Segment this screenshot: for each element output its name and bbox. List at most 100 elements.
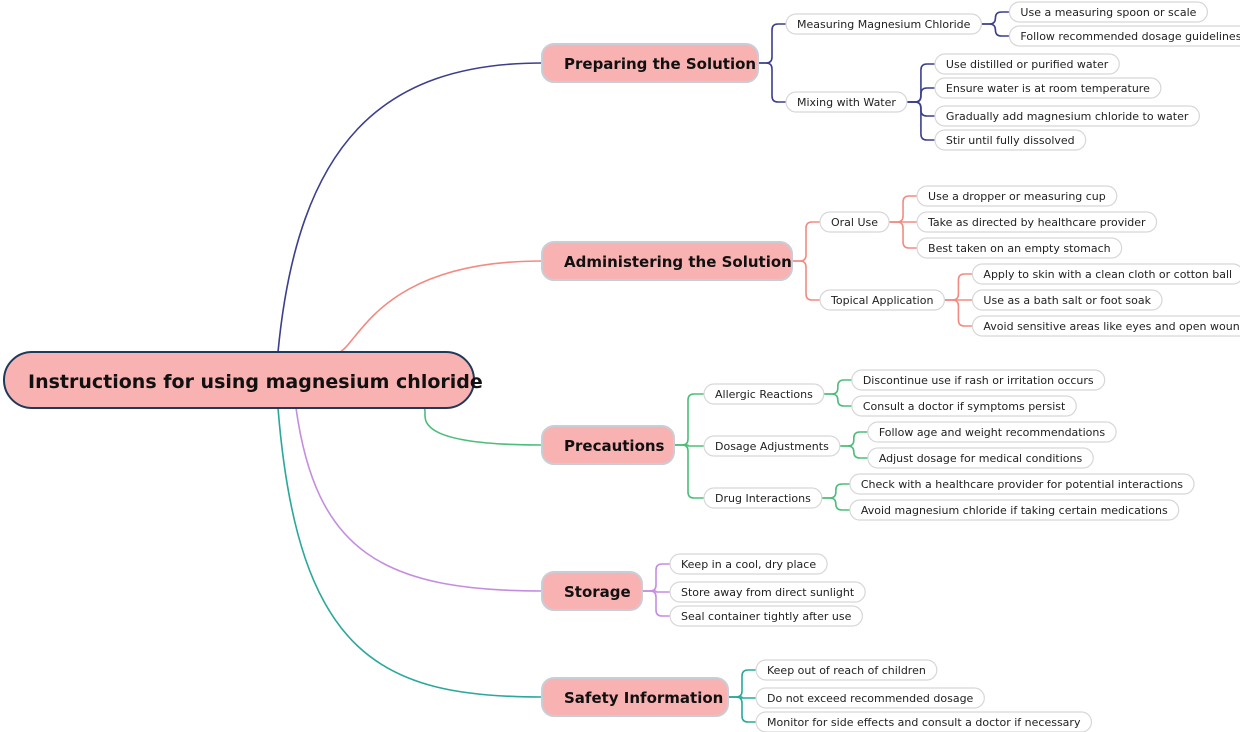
subtopic[interactable]: Drug Interactions (703, 487, 823, 509)
leaf-item[interactable]: Adjust dosage for medical conditions (867, 447, 1094, 469)
leaf-item[interactable]: Seal container tightly after use (669, 605, 863, 627)
root-label: Instructions for using magnesium chlorid… (28, 371, 483, 393)
leaf-label: Consult a doctor if symptoms persist (863, 400, 1066, 413)
leaf-item[interactable]: Do not exceed recommended dosage (755, 687, 985, 709)
main-topic[interactable]: Storage (541, 571, 643, 611)
leaf-box (849, 473, 1195, 495)
edge-sub-leaf (821, 483, 850, 499)
edge-sub-leaf (981, 23, 1010, 37)
edge-branch-sub (674, 393, 704, 446)
edge-branch-sub (758, 62, 786, 103)
main-topic[interactable]: Preparing the Solution (541, 43, 759, 83)
main-topic-box (541, 43, 759, 83)
leaf-box (851, 369, 1106, 391)
edge-branch-leaf (728, 669, 756, 698)
subtopic[interactable]: Measuring Magnesium Chloride (785, 13, 983, 35)
leaf-box (971, 315, 1240, 337)
leaf-item[interactable]: Check with a healthcare provider for pot… (849, 473, 1195, 495)
leaf-item[interactable]: Store away from direct sunlight (669, 581, 866, 603)
main-topic[interactable]: Administering the Solution (541, 241, 793, 281)
leaf-label: Oral Use (831, 216, 878, 229)
leaf-label: Measuring Magnesium Chloride (797, 18, 971, 31)
leaf-item[interactable]: Discontinue use if rash or irritation oc… (851, 369, 1106, 391)
leaf-label: Avoid magnesium chloride if taking certa… (861, 504, 1168, 517)
edge-branch-sub (674, 444, 704, 447)
subtopic[interactable]: Mixing with Water (785, 91, 908, 113)
subtopic[interactable]: Allergic Reactions (703, 383, 825, 405)
leaf-box (819, 289, 946, 311)
root-topic[interactable]: Instructions for using magnesium chlorid… (3, 351, 483, 409)
subtopic[interactable]: Dosage Adjustments (703, 435, 841, 457)
leaf-box (755, 659, 938, 681)
leaf-label: Check with a healthcare provider for pot… (861, 478, 1183, 491)
leaf-label: Monitor for side effects and consult a d… (767, 716, 1081, 729)
leaf-label: Use as a bath salt or foot soak (983, 294, 1151, 307)
leaf-item[interactable]: Stir until fully dissolved (934, 129, 1087, 151)
leaf-item[interactable]: Use a dropper or measuring cup (916, 185, 1118, 207)
edge-branch-sub (674, 444, 704, 499)
edge-branch-sub (792, 221, 820, 262)
edge-sub-leaf (889, 221, 918, 249)
leaf-item[interactable]: Avoid sensitive areas like eyes and open… (971, 315, 1240, 337)
leaf-box (851, 395, 1077, 417)
leaf-box (916, 185, 1118, 207)
leaf-item[interactable]: Use distilled or purified water (934, 53, 1120, 75)
leaf-label: Use a measuring spoon or scale (1020, 6, 1196, 19)
leaf-label: Mixing with Water (797, 96, 896, 109)
leaf-box (703, 487, 823, 509)
leaf-item[interactable]: Take as directed by healthcare provider (916, 211, 1158, 233)
leaf-box (669, 553, 828, 575)
main-topic[interactable]: Precautions (541, 425, 675, 465)
leaf-item[interactable]: Use as a bath salt or foot soak (971, 289, 1163, 311)
leaf-label: Drug Interactions (715, 492, 811, 505)
main-topic[interactable]: Safety Information (541, 677, 729, 717)
leaf-item[interactable]: Use a measuring spoon or scale (1008, 1, 1209, 23)
leaf-label: Use a dropper or measuring cup (928, 190, 1106, 203)
edge-branch-leaf (728, 696, 756, 723)
leaf-box (916, 237, 1123, 259)
edge-sub-leaf (889, 195, 918, 223)
subtopic[interactable]: Oral Use (819, 211, 890, 233)
leaf-item[interactable]: Avoid magnesium chloride if taking certa… (849, 499, 1180, 521)
leaf-item[interactable]: Monitor for side effects and consult a d… (755, 711, 1093, 732)
leaf-label: Keep out of reach of children (767, 664, 926, 677)
leaf-box (755, 687, 985, 709)
leaf-item[interactable]: Best taken on an empty stomach (916, 237, 1123, 259)
leaf-box (934, 129, 1087, 151)
leaf-item[interactable]: Keep out of reach of children (755, 659, 938, 681)
main-topic-box (541, 677, 729, 717)
leaf-label: Avoid sensitive areas like eyes and open… (983, 320, 1240, 333)
leaf-box (819, 211, 890, 233)
leaf-label: Use distilled or purified water (946, 58, 1109, 71)
main-topic-label: Storage (564, 583, 631, 601)
main-topic-label: Preparing the Solution (564, 55, 756, 73)
leaf-item[interactable]: Apply to skin with a clean cloth or cott… (971, 263, 1240, 285)
leaf-box (971, 263, 1240, 285)
edge-branch-leaf (728, 696, 756, 699)
leaf-item[interactable]: Follow recommended dosage guidelines (1008, 25, 1240, 47)
leaf-item[interactable]: Ensure water is at room temperature (934, 77, 1162, 99)
main-topic-box (541, 571, 643, 611)
subtopic[interactable]: Topical Application (819, 289, 946, 311)
leaf-label: Take as directed by healthcare provider (927, 216, 1146, 229)
leaf-box (934, 53, 1120, 75)
leaf-label: Discontinue use if rash or irritation oc… (863, 374, 1094, 387)
edge-root-branch (277, 62, 543, 353)
leaf-item[interactable]: Consult a doctor if symptoms persist (851, 395, 1077, 417)
leaf-item[interactable]: Follow age and weight recommendations (867, 421, 1117, 443)
leaf-box (703, 383, 825, 405)
main-topic-box (541, 425, 675, 465)
leaf-box (785, 91, 908, 113)
leaf-item[interactable]: Gradually add magnesium chloride to wate… (934, 105, 1200, 127)
leaf-box (934, 77, 1162, 99)
leaf-label: Follow recommended dosage guidelines (1020, 30, 1240, 43)
leaf-box (669, 581, 866, 603)
edge-sub-leaf (944, 273, 973, 301)
leaf-label: Dosage Adjustments (715, 440, 829, 453)
leaf-label: Do not exceed recommended dosage (767, 692, 974, 705)
leaf-box (703, 435, 841, 457)
edge-sub-leaf (839, 445, 868, 459)
leaf-item[interactable]: Keep in a cool, dry place (669, 553, 828, 575)
edge-root-branch (419, 407, 543, 446)
